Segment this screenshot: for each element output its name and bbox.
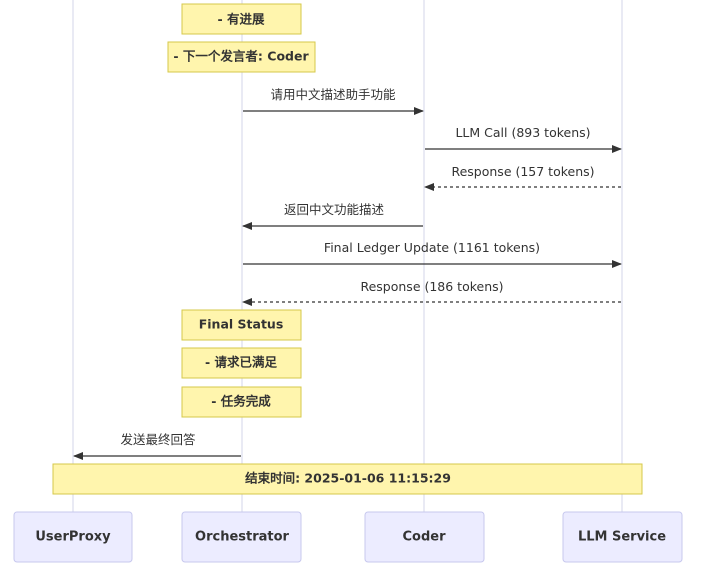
- message-send-final-answer-label: 发送最终回答: [120, 432, 196, 447]
- actor-llm-service: LLM Service: [562, 511, 683, 563]
- message-final-ledger-update: Final Ledger Update (1161 tokens): [243, 240, 622, 268]
- note-end-time: 结束时间: 2025-01-06 11:15:29: [52, 463, 643, 495]
- note-next-speaker: - 下一个发言者: Coder: [167, 41, 316, 73]
- actor-userproxy-label: UserProxy: [35, 530, 111, 545]
- message-llm-call: LLM Call (893 tokens): [425, 125, 622, 153]
- actor-orchestrator-label: Orchestrator: [195, 530, 290, 545]
- note-end-time-text: 结束时间: 2025-01-06 11:15:29: [245, 471, 451, 486]
- message-send-final-answer: 发送最终回答: [73, 432, 241, 460]
- message-llm-call-label: LLM Call (893 tokens): [455, 125, 590, 140]
- actor-coder: Coder: [364, 511, 485, 563]
- note-next-speaker-text: - 下一个发言者: Coder: [173, 49, 309, 64]
- message-llm-response-1: Response (157 tokens): [424, 164, 621, 191]
- message-llm-response-1-label: Response (157 tokens): [451, 164, 594, 179]
- note-final-status: Final Status: [181, 309, 302, 341]
- message-llm-response-2: Response (186 tokens): [242, 279, 621, 306]
- message-describe-request: 请用中文描述助手功能: [243, 87, 424, 115]
- actor-userproxy: UserProxy: [13, 511, 133, 563]
- actor-coder-label: Coder: [402, 530, 446, 545]
- actor-llm-service-label: LLM Service: [578, 530, 666, 545]
- message-describe-request-label: 请用中文描述助手功能: [270, 87, 396, 102]
- message-final-ledger-update-label: Final Ledger Update (1161 tokens): [324, 240, 540, 255]
- message-return-description-label: 返回中文功能描述: [284, 202, 385, 217]
- note-final-status-text: Final Status: [199, 317, 284, 332]
- message-return-description: 返回中文功能描述: [242, 202, 423, 230]
- message-llm-response-2-label: Response (186 tokens): [360, 279, 503, 294]
- note-request-satisfied: - 请求已满足: [181, 347, 302, 379]
- actor-orchestrator: Orchestrator: [181, 511, 302, 563]
- note-progress-text: - 有进展: [217, 12, 265, 27]
- note-progress: - 有进展: [181, 3, 302, 35]
- note-request-satisfied-text: - 请求已满足: [205, 355, 278, 370]
- note-task-complete: - 任务完成: [181, 386, 302, 418]
- note-task-complete-text: - 任务完成: [211, 394, 271, 409]
